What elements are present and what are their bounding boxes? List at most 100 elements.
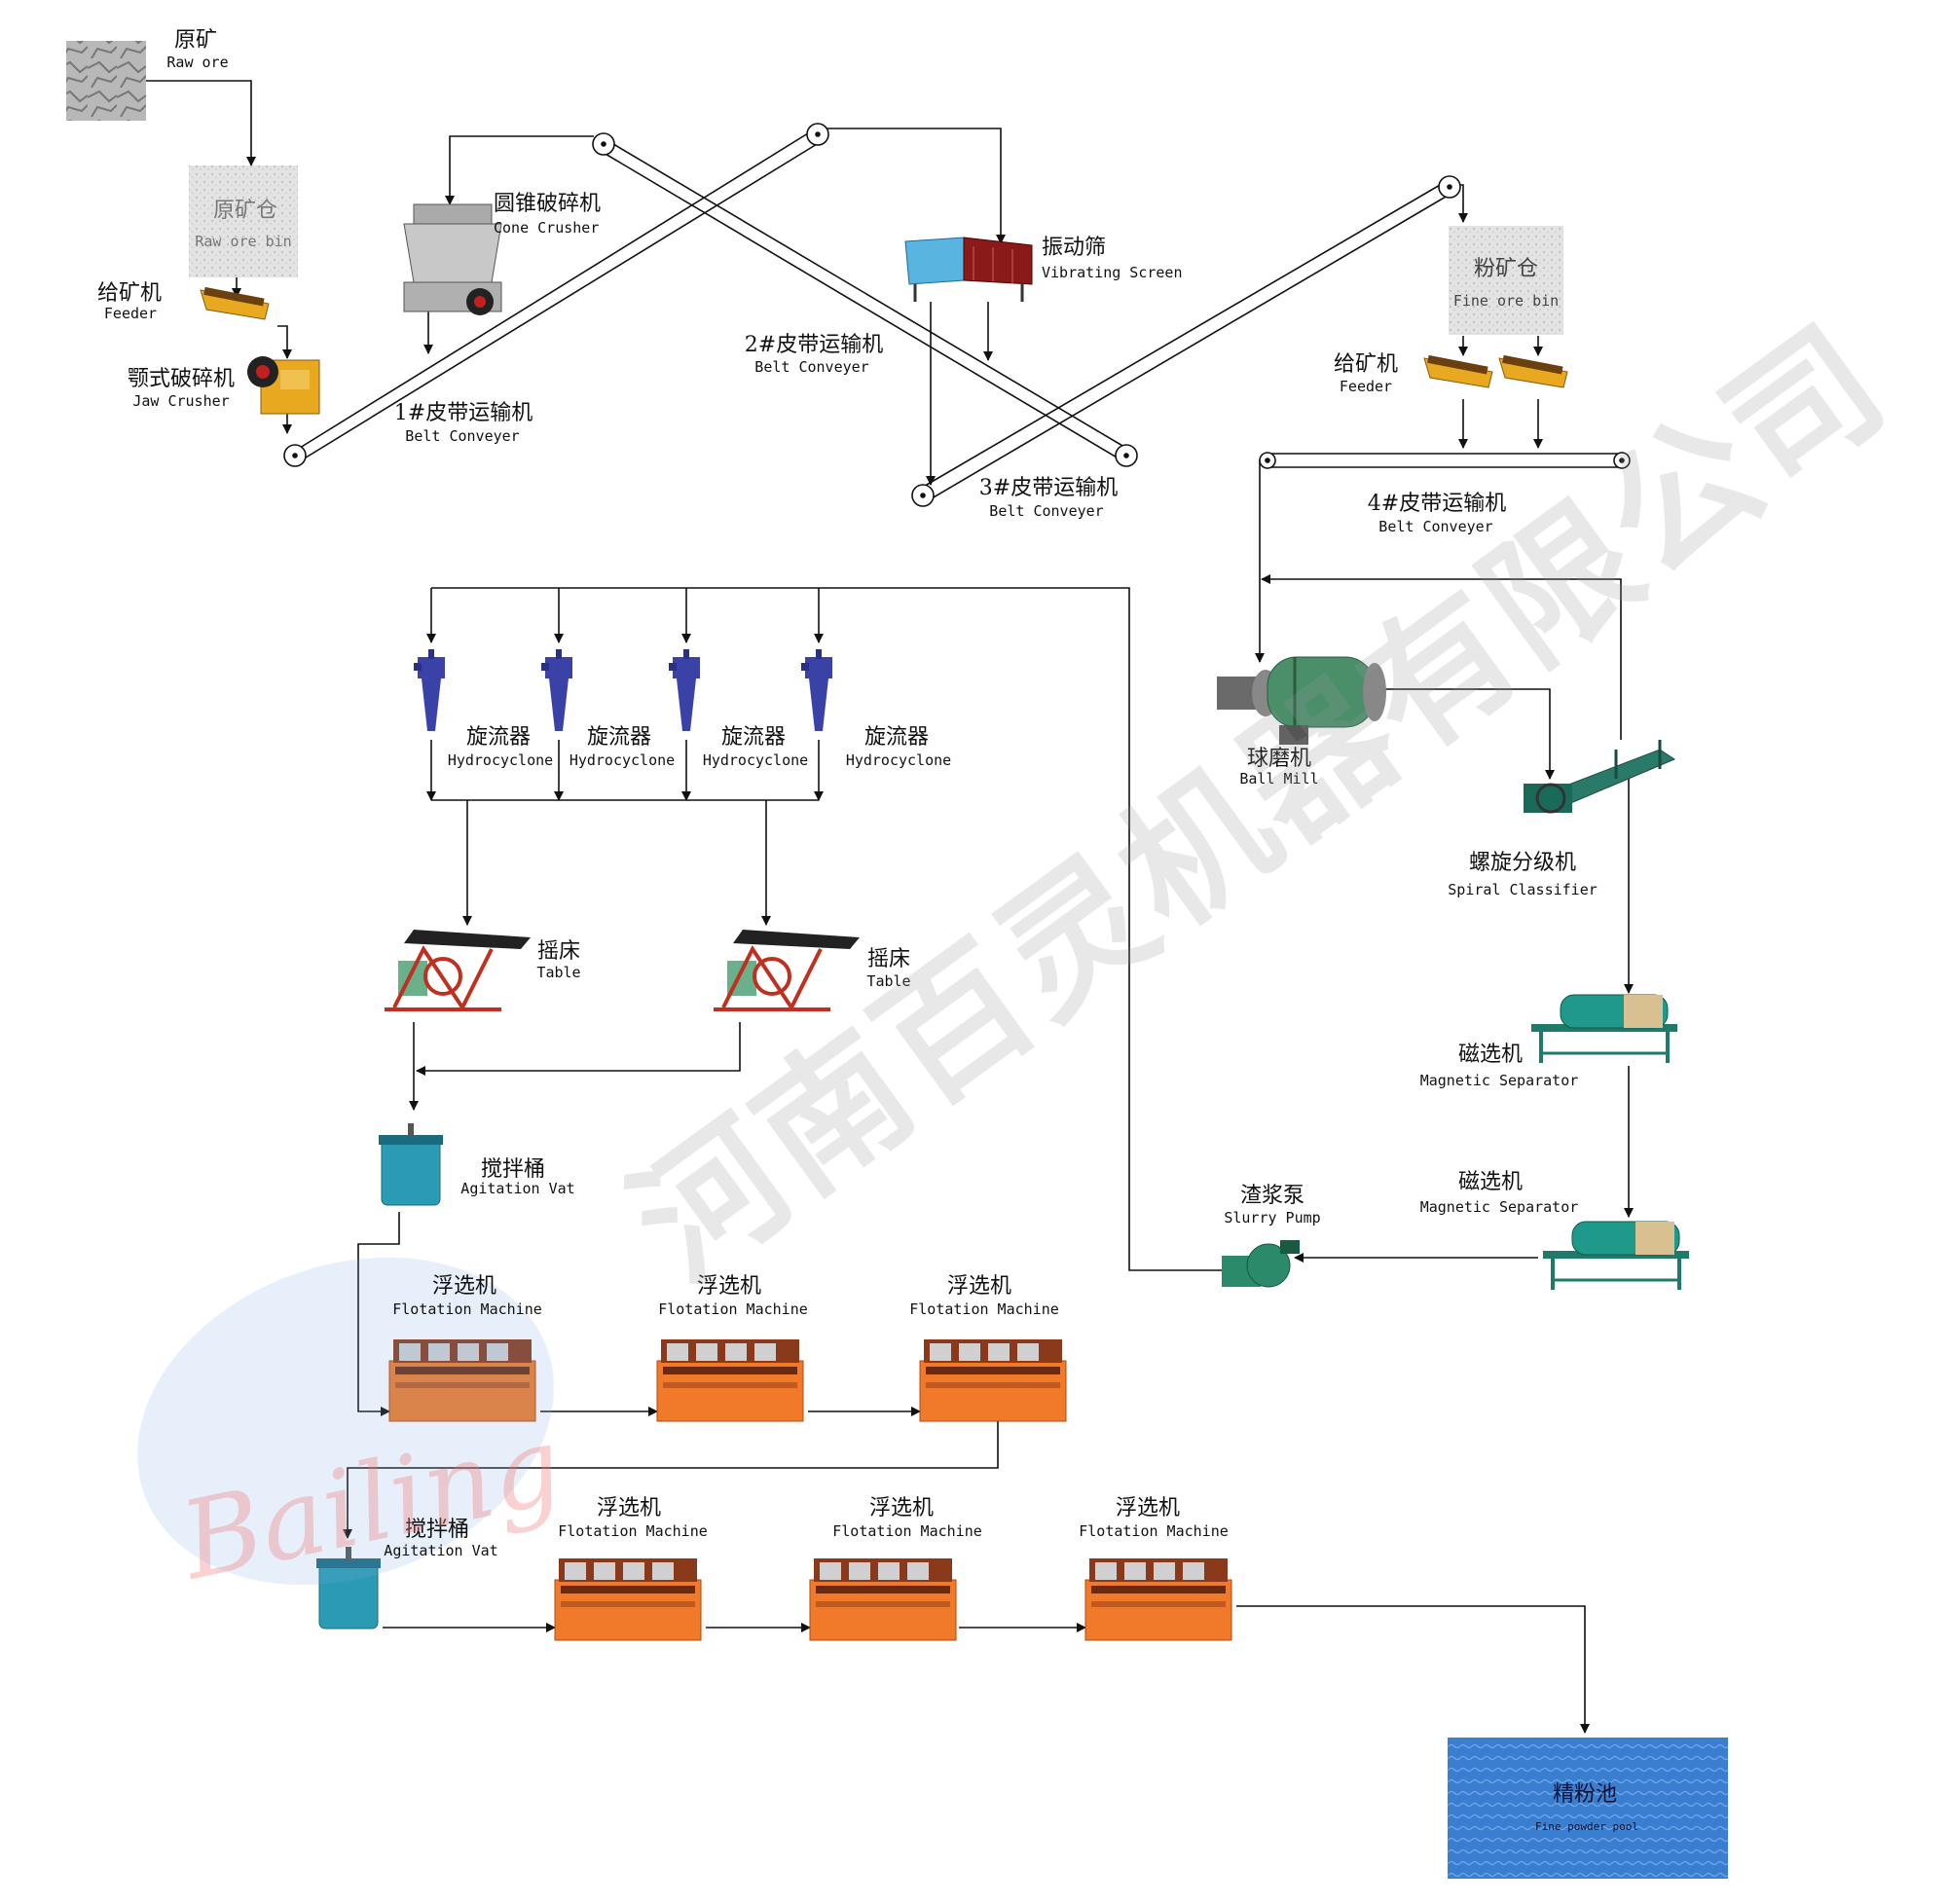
label-hydrocyclone-3-en: Hydrocyclone	[702, 751, 809, 769]
line-belt1-to-screen	[818, 128, 1006, 244]
label-flotation-6-cn: 浮选机	[1115, 1496, 1181, 1520]
hydrocyclone-4-machine	[801, 649, 832, 731]
cone-crusher-machine	[403, 203, 502, 315]
agitation-vat-1-machine	[378, 1122, 444, 1206]
label-table-2-en: Table	[866, 972, 911, 990]
label-hydrocyclone-1-cn: 旋流器	[465, 725, 532, 750]
label-feeder-2-cn: 给矿机	[1333, 352, 1399, 377]
belt-conveyor-3	[911, 175, 1461, 507]
feeder-2b-machine	[1498, 354, 1568, 388]
label-raw-ore-bin-cn: 原矿仓	[212, 199, 278, 223]
label-spiral-classifier-cn: 螺旋分级机	[1468, 851, 1577, 875]
label-agitation-vat-1-cn: 搅拌桶	[480, 1157, 546, 1182]
label-cone-crusher-cn: 圆锥破碎机	[494, 192, 602, 216]
label-belt-1-en: Belt Conveyer	[405, 427, 520, 445]
label-feeder-1-cn: 给矿机	[96, 281, 163, 306]
label-hydrocyclone-1-en: Hydrocyclone	[447, 751, 554, 769]
line-belt2-to-cone	[445, 135, 594, 205]
label-hydrocyclone-2-en: Hydrocyclone	[569, 751, 676, 769]
label-agitation-vat-2-en: Agitation Vat	[384, 1542, 498, 1559]
label-flotation-3-cn: 浮选机	[946, 1274, 1012, 1299]
label-ball-mill-en: Ball Mill	[1239, 770, 1319, 787]
label-flotation-4-en: Flotation Machine	[558, 1522, 708, 1540]
label-feeder-1-en: Feeder	[103, 305, 158, 322]
label-flotation-3-en: Flotation Machine	[909, 1300, 1059, 1318]
belt-conveyor-4	[1259, 452, 1631, 469]
label-jaw-crusher-cn: 颚式破碎机	[127, 367, 236, 391]
flow-lines	[146, 80, 1634, 1734]
label-belt-4-cn: 4#皮带运输机	[1367, 492, 1507, 516]
label-belt-3-cn: 3#皮带运输机	[978, 476, 1119, 500]
label-hydrocyclone-4-cn: 旋流器	[863, 725, 930, 750]
shaking-table-1-machine	[383, 928, 533, 1011]
label-raw-ore-bin-en: Raw ore bin	[195, 233, 292, 250]
flotation-machine-5	[809, 1557, 957, 1641]
label-feeder-2-en: Feeder	[1339, 378, 1393, 395]
line-pump-to-cyclones	[431, 587, 1222, 1271]
label-table-2-cn: 摇床	[866, 947, 911, 971]
label-vibrating-screen-cn: 振动筛	[1042, 236, 1107, 260]
logo-ellipse	[137, 1257, 554, 1586]
label-flotation-1-cn: 浮选机	[431, 1274, 497, 1299]
label-magnetic-separator-2-cn: 磁选机	[1457, 1170, 1524, 1194]
magnetic-separator-1-machine	[1529, 993, 1679, 1065]
label-hydrocyclone-4-en: Hydrocyclone	[845, 751, 952, 769]
label-fine-powder-pool-cn: 精粉池	[1552, 1782, 1618, 1807]
hydrocyclone-1-machine	[414, 649, 445, 731]
label-table-1-cn: 摇床	[536, 939, 581, 964]
ball-mill-machine	[1217, 656, 1386, 745]
label-flotation-1-en: Flotation Machine	[392, 1300, 542, 1318]
label-table-1-en: Table	[536, 964, 581, 981]
label-fine-ore-bin-en: Fine ore bin	[1452, 292, 1560, 310]
label-raw-ore-cn: 原矿	[173, 28, 218, 53]
line-feeder-to-jaw	[277, 325, 292, 359]
label-magnetic-separator-1-en: Magnetic Separator	[1419, 1072, 1579, 1089]
magnetic-separator-2-machine	[1541, 1220, 1691, 1292]
label-vibrating-screen-en: Vibrating Screen	[1042, 264, 1183, 281]
label-flotation-6-en: Flotation Machine	[1079, 1522, 1229, 1540]
spiral-classifier-machine	[1524, 740, 1676, 814]
label-hydrocyclone-2-cn: 旋流器	[586, 725, 652, 750]
vibrating-screen-machine	[904, 237, 1033, 302]
label-ball-mill-cn: 球磨机	[1246, 747, 1312, 771]
label-belt-2-en: Belt Conveyer	[754, 358, 869, 376]
slurry-pump-machine	[1222, 1240, 1300, 1288]
label-fine-powder-pool-en: Fine powder pool	[1535, 1820, 1638, 1833]
line-belt4-to-ballmill	[1255, 459, 1266, 663]
line-ballmill-to-classifier	[1353, 688, 1555, 780]
label-agitation-vat-1-en: Agitation Vat	[460, 1180, 575, 1197]
label-cone-crusher-en: Cone Crusher	[494, 219, 600, 237]
feeder-1-machine	[200, 286, 270, 320]
raw-ore-image	[66, 41, 146, 121]
jaw-crusher-machine	[247, 356, 320, 415]
hydrocyclone-3-machine	[669, 649, 700, 731]
label-raw-ore-en: Raw ore	[166, 54, 229, 71]
belt-conveyor-2	[592, 132, 1138, 467]
belt-conveyor-1	[283, 123, 829, 467]
raw-ore-bin-box	[189, 165, 298, 277]
label-magnetic-separator-1-cn: 磁选机	[1457, 1043, 1524, 1067]
label-magnetic-separator-2-en: Magnetic Separator	[1419, 1198, 1579, 1216]
label-belt-1-cn: 1#皮带运输机	[393, 401, 533, 425]
flotation-machine-6	[1084, 1557, 1232, 1641]
line-flot6-to-pool	[1236, 1605, 1590, 1734]
label-fine-ore-bin-cn: 粉矿仓	[1473, 257, 1539, 281]
label-slurry-pump-cn: 渣浆泵	[1239, 1184, 1305, 1208]
flotation-machine-3	[919, 1338, 1067, 1422]
line-table2-down	[416, 1022, 741, 1076]
fine-ore-bin-box	[1449, 226, 1563, 335]
label-hydrocyclone-3-cn: 旋流器	[720, 725, 787, 750]
label-slurry-pump-en: Slurry Pump	[1224, 1209, 1321, 1227]
line-vat1-to-flot1	[357, 1212, 400, 1416]
label-flotation-5-cn: 浮选机	[868, 1496, 935, 1520]
label-agitation-vat-2-cn: 搅拌桶	[404, 1518, 470, 1542]
label-jaw-crusher-en: Jaw Crusher	[132, 392, 230, 410]
hydrocyclone-2-machine	[541, 649, 572, 731]
label-belt-4-en: Belt Conveyer	[1378, 518, 1493, 535]
flotation-machine-4	[554, 1557, 702, 1641]
label-flotation-4-cn: 浮选机	[596, 1496, 662, 1520]
label-spiral-classifier-en: Spiral Classifier	[1448, 881, 1598, 898]
flotation-machine-2	[656, 1338, 804, 1422]
label-flotation-5-en: Flotation Machine	[832, 1522, 982, 1540]
